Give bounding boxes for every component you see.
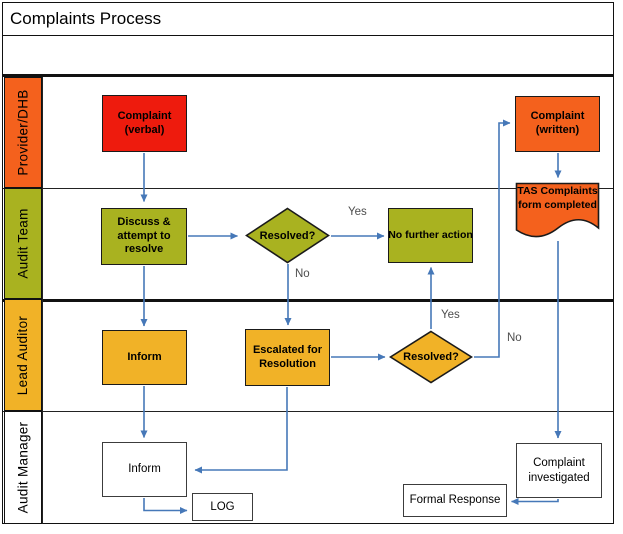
node-complaint-verbal-label: Complaint (verbal) — [117, 109, 172, 136]
page-title: Complaints Process — [2, 2, 614, 36]
node-inform-manager-label: Inform — [128, 463, 161, 476]
lane-divider-3 — [3, 411, 613, 413]
edge-label-resolved1-no: No — [295, 268, 310, 280]
lane-lead-auditor-label: Lead Auditor — [15, 315, 31, 395]
node-log-label: LOG — [210, 500, 235, 513]
node-complaint-investigated-label: Complaint investigated — [528, 457, 590, 484]
node-resolved2: Resolved? — [389, 330, 473, 384]
edge-label-resolved1-yes: Yes — [348, 206, 367, 218]
edge-label-resolved2-yes: Yes — [441, 309, 460, 321]
edge-label-resolved2-no: No — [507, 332, 522, 344]
lane-audit-team-label: Audit Team — [15, 208, 31, 279]
node-discuss: Discuss & attempt to resolve — [101, 208, 187, 265]
node-formal-response: Formal Response — [403, 484, 507, 517]
node-inform-lead: Inform — [102, 330, 187, 385]
node-inform-manager: Inform — [102, 442, 187, 497]
node-formal-response-label: Formal Response — [409, 494, 501, 507]
node-resolved1-label: Resolved? — [259, 229, 316, 242]
node-escalated-label: Escalated for Resolution — [252, 343, 323, 370]
node-complaint-written: Complaint (written) — [515, 96, 600, 152]
lane-audit-team: Audit Team — [3, 188, 42, 299]
node-no-further-action: No further action — [388, 208, 473, 263]
resolved2-diamond-shape — [389, 330, 473, 384]
node-log: LOG — [192, 493, 253, 521]
lane-divider-1 — [3, 187, 613, 189]
node-resolved1: Resolved? — [245, 207, 330, 264]
lane-audit-manager-label: Audit Manager — [15, 421, 31, 514]
node-complaint-written-label: Complaint (written) — [530, 110, 585, 136]
resolved1-diamond-shape — [245, 207, 330, 264]
tas-form-document-shape — [515, 182, 600, 238]
lane-provider-dhb: Provider/DHB — [3, 77, 42, 188]
node-complaint-investigated: Complaint investigated — [516, 443, 602, 498]
node-tas-form-label: TAS Complaints form completed — [517, 185, 598, 211]
header-divider — [3, 74, 613, 77]
node-discuss-label: Discuss & attempt to resolve — [117, 215, 171, 256]
node-escalated: Escalated for Resolution — [245, 329, 330, 386]
lane-provider-dhb-label: Provider/DHB — [15, 89, 31, 176]
node-inform-lead-label: Inform — [127, 350, 162, 363]
node-tas-form: TAS Complaints form completed — [515, 182, 600, 242]
lane-audit-manager: Audit Manager — [3, 411, 42, 524]
lane-divider-2 — [3, 298, 613, 302]
lane-label-divider — [42, 77, 44, 524]
lane-lead-auditor: Lead Auditor — [3, 299, 42, 411]
node-no-further-action-label: No further action — [388, 228, 473, 241]
node-resolved2-label: Resolved? — [403, 351, 459, 363]
node-complaint-verbal: Complaint (verbal) — [102, 95, 187, 152]
